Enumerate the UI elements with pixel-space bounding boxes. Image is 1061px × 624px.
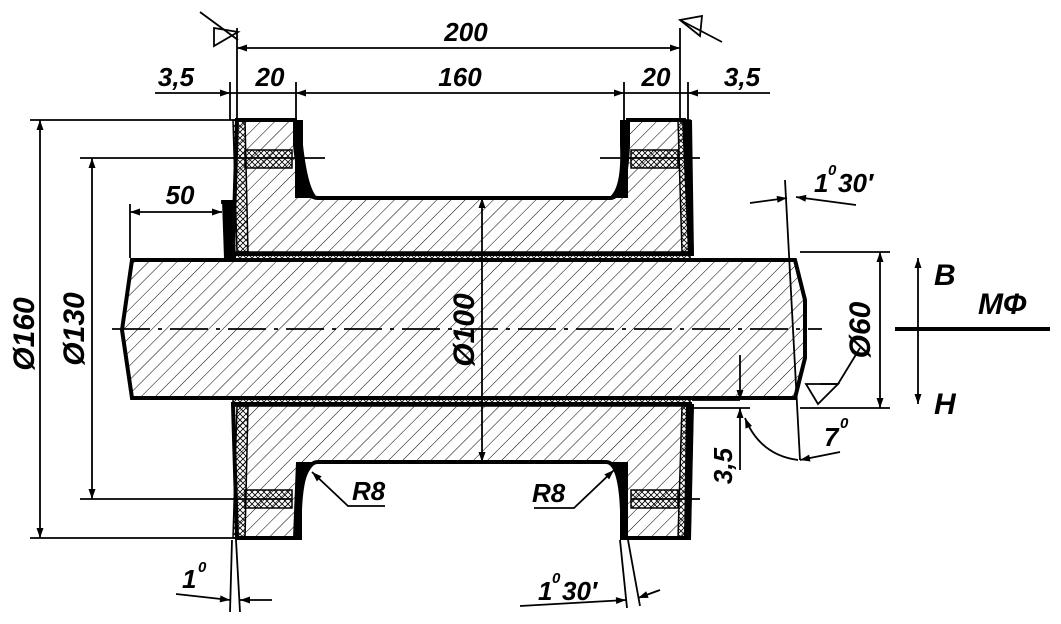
dimension-lines [36, 44, 884, 607]
extension-lines [30, 28, 890, 613]
dim-3-5-left: 3,5 [158, 62, 195, 92]
svg-text:30′: 30′ [562, 576, 599, 606]
upper-casting [222, 118, 694, 261]
svg-text:7: 7 [824, 422, 840, 452]
svg-text:0: 0 [840, 415, 849, 432]
dim-dia-100: Ø100 [448, 293, 481, 367]
dim-3-5-vertical: 3,5 [708, 447, 738, 484]
parting-plane-indicator [895, 258, 1050, 404]
angle-1deg30-bottom-right: 1 0 30′ [538, 570, 599, 606]
angle-7deg: 7 0 [824, 415, 849, 452]
svg-text:0: 0 [552, 570, 561, 587]
datum-triangles [199, 11, 861, 406]
dim-160: 160 [438, 62, 482, 92]
dim-dia-130: Ø130 [58, 292, 91, 366]
dim-dia-60: Ø60 [844, 301, 877, 358]
label-parting-plane: МФ [978, 288, 1027, 321]
dim-20-right: 20 [641, 62, 671, 92]
dim-3-5-right: 3,5 [724, 62, 761, 92]
dim-dia-160: Ø160 [8, 297, 41, 371]
dim-50: 50 [166, 180, 195, 210]
angle-1deg30-top-right: 1 0 30′ [814, 162, 875, 198]
svg-text:30′: 30′ [838, 168, 875, 198]
dim-200: 200 [443, 17, 488, 47]
label-lower-half: Н [934, 388, 957, 421]
svg-text:1: 1 [538, 576, 552, 606]
svg-text:1: 1 [814, 168, 828, 198]
dim-r8-left: R8 [352, 476, 386, 506]
svg-text:0: 0 [198, 559, 207, 576]
angle-1deg-bottom-left: 1 0 [182, 559, 207, 594]
svg-text:0: 0 [828, 162, 837, 179]
svg-text:1: 1 [182, 564, 196, 594]
lower-casting [230, 397, 694, 540]
dim-r8-right: R8 [532, 478, 566, 508]
dim-20-left: 20 [255, 62, 285, 92]
label-upper-half: В [934, 259, 956, 292]
